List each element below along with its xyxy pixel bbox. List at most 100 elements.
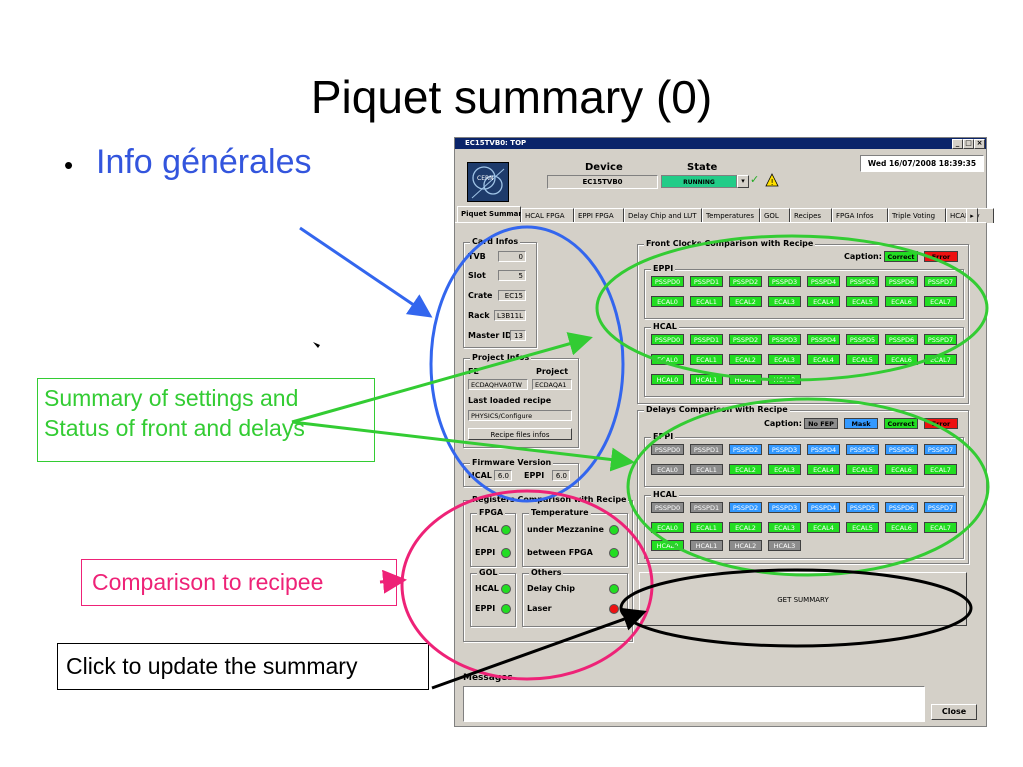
dl-hcal-psspd-7: PSSPD7	[924, 502, 957, 513]
dl-eppi-ecal-1: ECAL1	[690, 464, 723, 475]
tab-1[interactable]: HCAL FPGA	[521, 208, 574, 223]
dl-eppi-psspd-7: PSSPD7	[924, 444, 957, 455]
messages-box[interactable]	[463, 686, 925, 722]
summary-callout: Summary of settings and Status of front …	[37, 378, 375, 462]
gol-hcal-led	[501, 584, 511, 594]
fc-hcal-ecal-6: ECAL6	[885, 354, 918, 365]
fc-eppi-psspd-4: PSSPD4	[807, 276, 840, 287]
fc-hcal-ecal-4: ECAL4	[807, 354, 840, 365]
close-button[interactable]: Close	[931, 704, 977, 720]
temp-fpga-led	[609, 548, 619, 558]
temperature-group: Temperature under Mezzanine between FPGA	[522, 508, 628, 567]
laser-led	[609, 604, 619, 614]
pink-ellipse	[400, 489, 654, 681]
dl-eppi-ecal-5: ECAL5	[846, 464, 879, 475]
delay-chip-label: Delay Chip	[527, 584, 575, 593]
dl-hcal-ecal-5: ECAL5	[846, 522, 879, 533]
last-recipe-field: PHYSICS/Configure	[468, 410, 572, 421]
dl-caption-nofep: No FEP	[804, 418, 838, 429]
temp-fpga-label: between FPGA	[527, 548, 593, 557]
maximize-button[interactable]: □	[963, 139, 974, 149]
dl-hcal-ecal-2: ECAL2	[729, 522, 762, 533]
temperature-title: Temperature	[529, 508, 591, 517]
tab-scroll-right-icon[interactable]: ▸	[966, 208, 978, 223]
blue-arrow	[299, 226, 433, 318]
fc-hcal-ecal-5: ECAL5	[846, 354, 879, 365]
messages-label: Messages	[463, 673, 513, 683]
tab-2[interactable]: EPPI FPGA	[574, 208, 624, 223]
fc-hcal-title: HCAL	[651, 322, 679, 331]
fc-caption-label: Caption:	[844, 252, 882, 261]
cern-logo-icon: CERN	[471, 166, 505, 199]
tab-0[interactable]: Piquet Summary	[457, 206, 526, 223]
front-clocks-title: Front Clocks Comparison with Recipe	[644, 239, 816, 248]
window-titlebar: EC15TVB0: TOP _ □ ×	[455, 138, 986, 149]
others-title: Others	[529, 568, 564, 577]
delays-title: Delays Comparison with Recipe	[644, 405, 790, 414]
tab-5[interactable]: GOL	[760, 208, 790, 223]
datetime-display: Wed 16/07/2008 18:39:35	[860, 155, 984, 172]
minimize-button[interactable]: _	[952, 139, 963, 149]
rack-label: Rack	[468, 311, 490, 320]
pink-arrow	[379, 569, 407, 594]
gol-eppi-label: EPPI	[475, 604, 496, 613]
click-callout: Click to update the summary	[57, 643, 429, 690]
recipe-files-button[interactable]: Recipe files infos	[468, 428, 572, 440]
card-infos-title: Card Infos	[470, 237, 521, 246]
slot-field: 5	[498, 270, 526, 281]
rack-field: L3B11L	[494, 310, 526, 321]
master-id-label: Master ID	[468, 331, 512, 340]
laser-label: Laser	[527, 604, 552, 613]
dl-hcal-hcal-1: HCAL1	[690, 540, 723, 551]
last-recipe-label: Last loaded recipe	[468, 396, 552, 405]
fc-eppi-ecal-2: ECAL2	[729, 296, 762, 307]
tab-8[interactable]: Triple Voting	[888, 208, 946, 223]
fc-eppi-psspd-2: PSSPD2	[729, 276, 762, 287]
fpga-eppi-label: EPPI	[475, 548, 496, 557]
fc-hcal-ecal-2: ECAL2	[729, 354, 762, 365]
tab-3[interactable]: Delay Chip and LUT	[624, 208, 702, 223]
dl-eppi-psspd-2: PSSPD2	[729, 444, 762, 455]
fpga-group: FPGA HCAL EPPI	[470, 508, 516, 567]
state-field: RUNNING	[661, 175, 737, 188]
fc-eppi-ecal-6: ECAL6	[885, 296, 918, 307]
tab-6[interactable]: Recipes	[790, 208, 832, 223]
window-title: EC15TVB0: TOP	[465, 139, 527, 147]
fc-eppi-ecal-7: ECAL7	[924, 296, 957, 307]
tab-4[interactable]: Temperatures	[702, 208, 760, 223]
app-window: EC15TVB0: TOP _ □ × CERN Device EC15TVB0…	[454, 137, 994, 727]
dl-eppi-psspd-6: PSSPD6	[885, 444, 918, 455]
dl-hcal-psspd-3: PSSPD3	[768, 502, 801, 513]
dl-eppi-psspd-1: PSSPD1	[690, 444, 723, 455]
comparison-callout: Comparison to recipee	[81, 559, 397, 606]
dl-eppi-psspd-0: PSSPD0	[651, 444, 684, 455]
dl-hcal-psspd-4: PSSPD4	[807, 502, 840, 513]
gol-hcal-label: HCAL	[475, 584, 499, 593]
master-id-field: 13	[510, 330, 526, 341]
tab-7[interactable]: FPGA Infos	[832, 208, 888, 223]
slide-title: Piquet summary (0)	[310, 71, 713, 123]
warning-icon[interactable]: !	[765, 173, 779, 187]
dl-hcal-ecal-7: ECAL7	[924, 522, 957, 533]
dl-eppi-ecal-0: ECAL0	[651, 464, 684, 475]
state-dropdown-icon[interactable]: ▾	[737, 175, 749, 188]
dl-eppi-ecal-4: ECAL4	[807, 464, 840, 475]
fc-hcal-ecal-1: ECAL1	[690, 354, 723, 365]
tvb-field: 0	[498, 251, 526, 262]
fc-hcal-psspd-0: PSSPD0	[651, 334, 684, 345]
blue-ellipse	[429, 225, 625, 503]
others-group: Others Delay Chip Laser	[522, 568, 628, 627]
close-window-button[interactable]: ×	[974, 139, 985, 149]
checkmark-icon[interactable]: ✓	[750, 173, 760, 186]
get-summary-button[interactable]: GET SUMMARY	[639, 572, 967, 626]
dl-hcal-psspd-5: PSSPD5	[846, 502, 879, 513]
fc-hcal-psspd-2: PSSPD2	[729, 334, 762, 345]
fpga-title: FPGA	[477, 508, 506, 517]
registers-group: Registers Comparison with Recipe FPGA HC…	[463, 495, 633, 642]
dl-hcal-hcal-2: HCAL2	[729, 540, 762, 551]
fc-hcal-ecal-3: ECAL3	[768, 354, 801, 365]
fpga-eppi-led	[501, 548, 511, 558]
